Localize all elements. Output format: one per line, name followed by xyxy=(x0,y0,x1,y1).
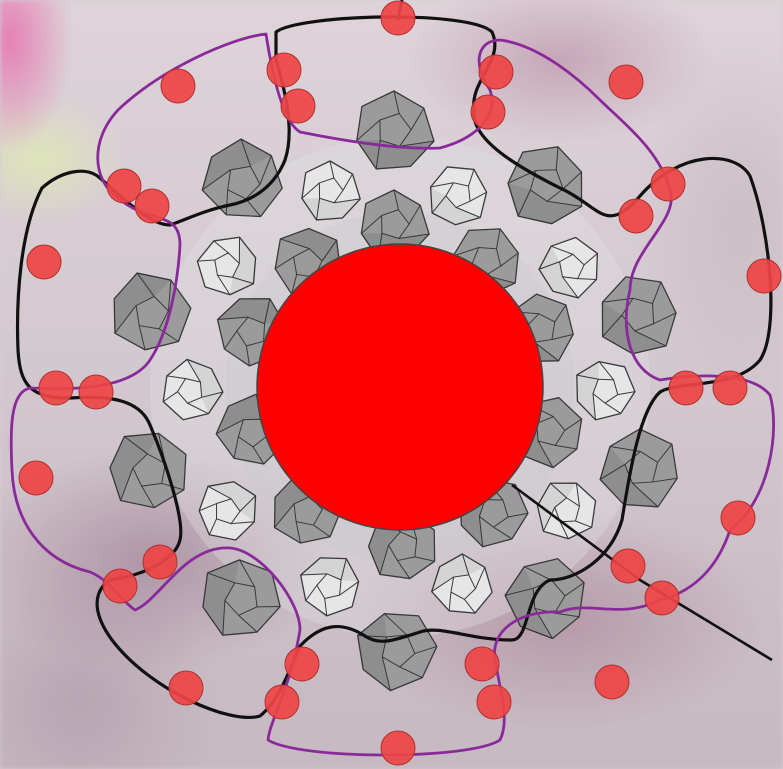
red-marker xyxy=(107,169,141,203)
red-marker xyxy=(471,95,505,129)
red-marker xyxy=(611,549,645,583)
red-marker xyxy=(651,167,685,201)
red-marker xyxy=(479,55,513,89)
red-marker xyxy=(169,671,203,705)
red-marker xyxy=(103,569,137,603)
red-marker xyxy=(161,69,195,103)
red-marker xyxy=(39,371,73,405)
red-marker xyxy=(477,685,511,719)
red-marker xyxy=(721,501,755,535)
center-layer xyxy=(257,244,543,530)
red-marker xyxy=(79,375,113,409)
red-marker xyxy=(595,665,629,699)
red-marker xyxy=(645,581,679,615)
red-marker xyxy=(609,65,643,99)
red-marker xyxy=(265,685,299,719)
red-marker xyxy=(281,89,315,123)
red-marker xyxy=(381,1,415,35)
red-marker xyxy=(19,461,53,495)
red-marker xyxy=(713,371,747,405)
red-marker xyxy=(143,545,177,579)
red-marker xyxy=(465,647,499,681)
red-marker xyxy=(135,189,169,223)
red-marker xyxy=(27,245,61,279)
red-marker xyxy=(381,731,415,765)
red-marker xyxy=(669,371,703,405)
red-marker xyxy=(267,53,301,87)
red-marker xyxy=(285,647,319,681)
red-marker xyxy=(619,199,653,233)
red-marker xyxy=(747,259,781,293)
center-disc xyxy=(257,244,543,530)
